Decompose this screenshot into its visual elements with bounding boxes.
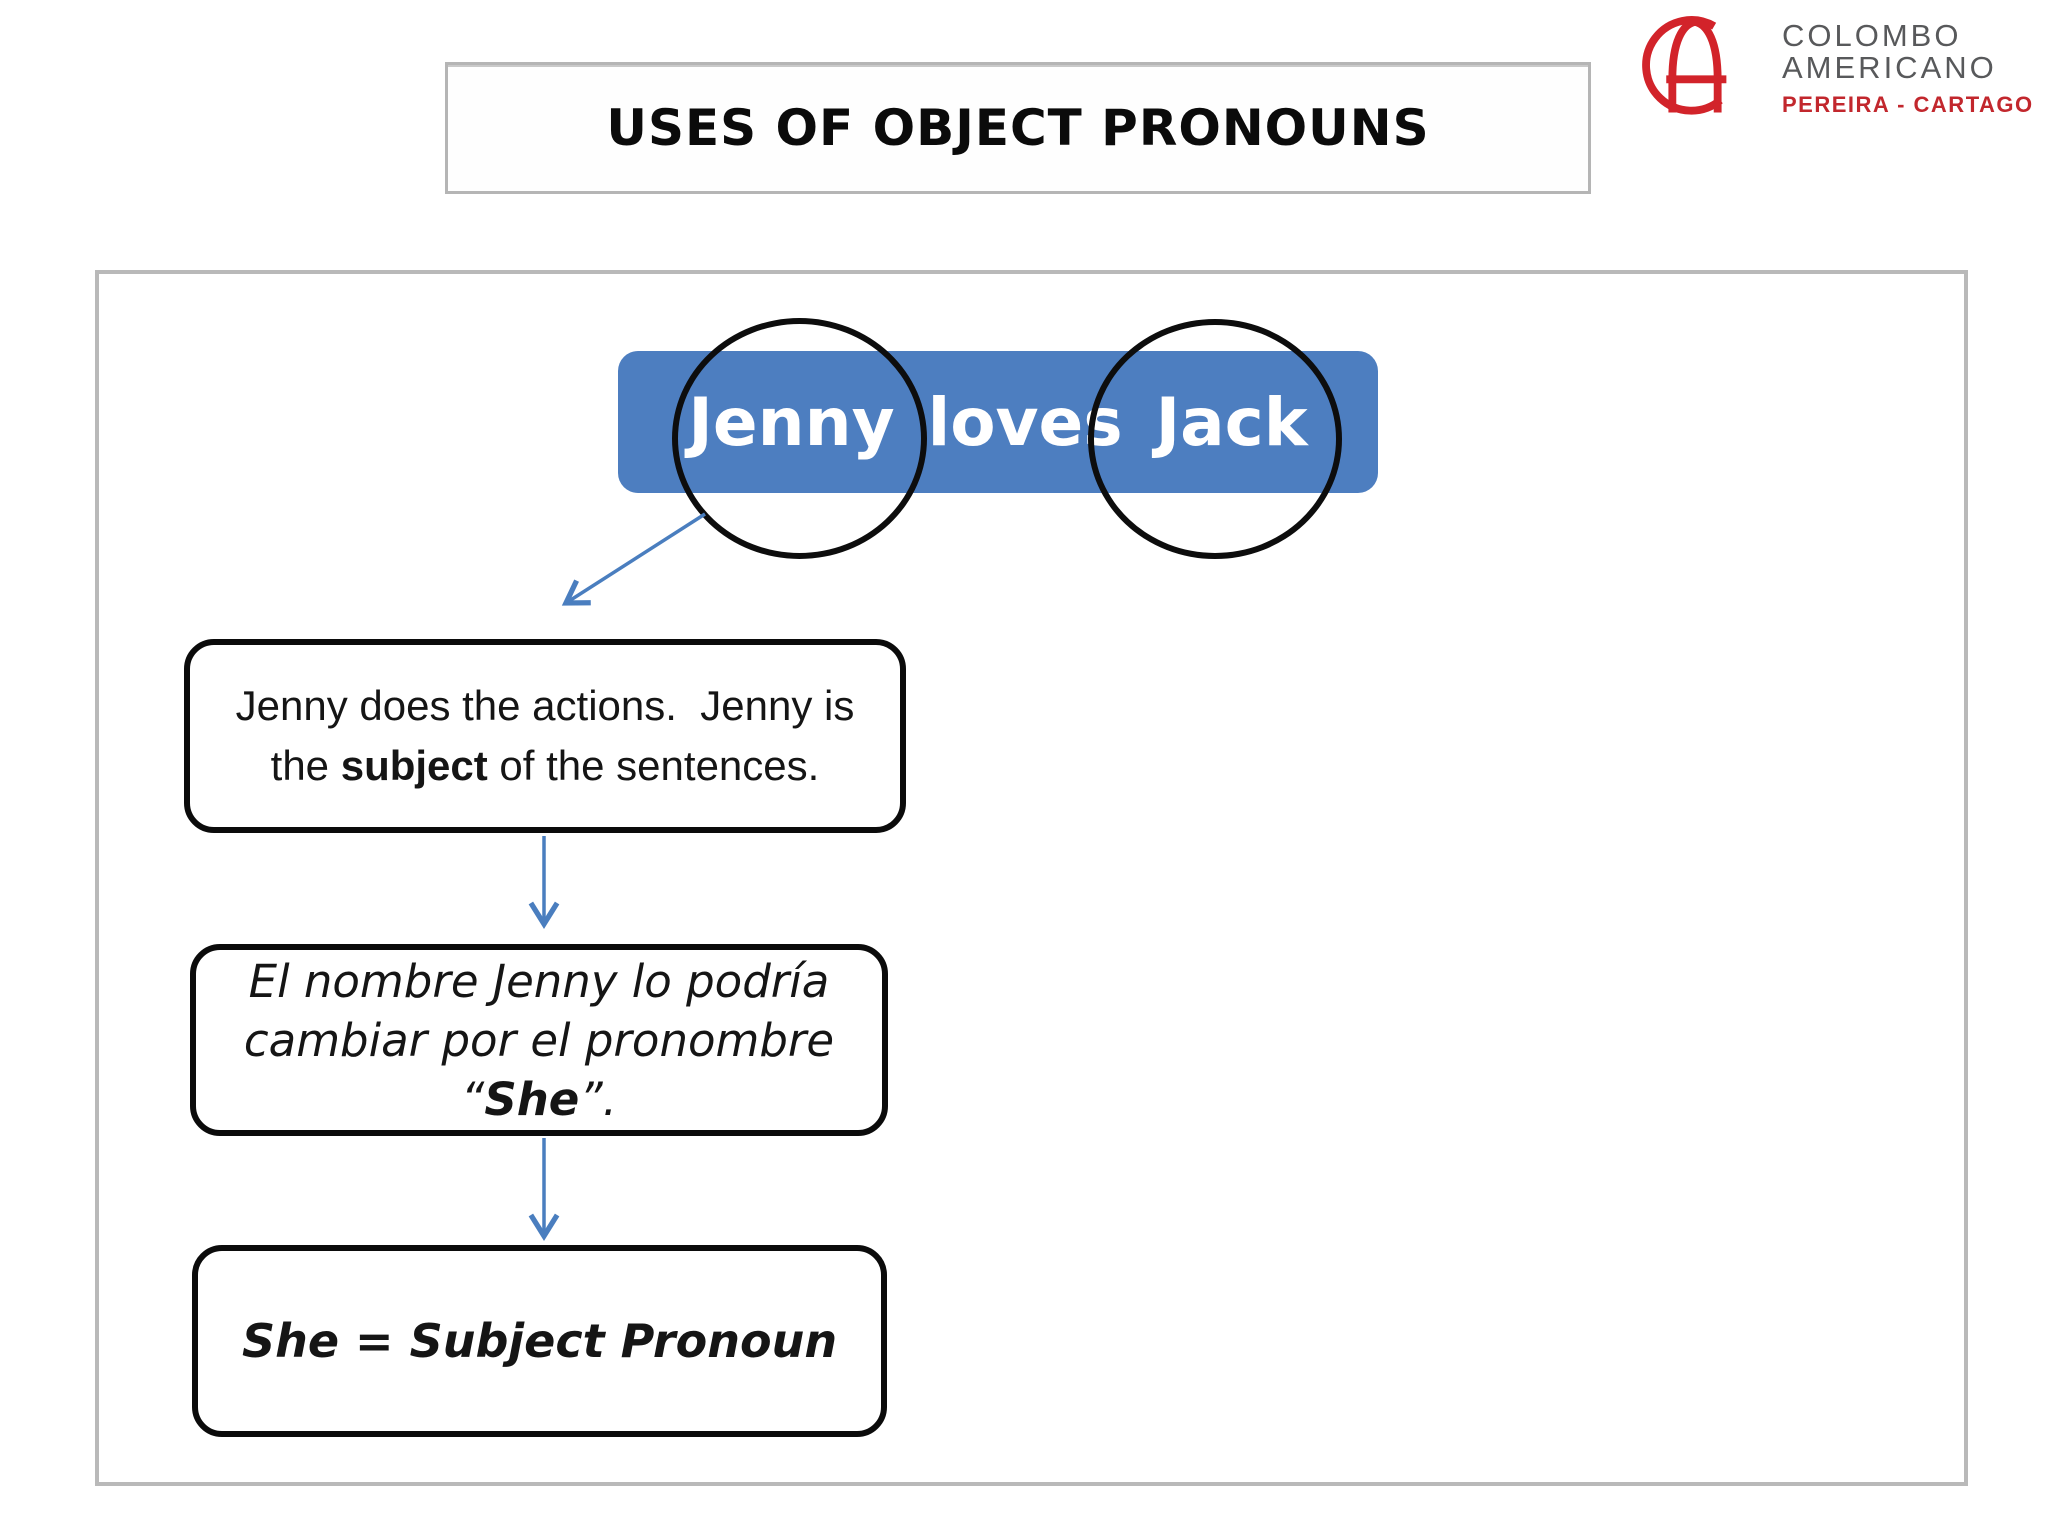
- spanish-explanation-line1: El nombre Jenny lo podría: [248, 954, 830, 1008]
- logo-name-line2: AMERICANO: [1782, 50, 1997, 85]
- colombo-americano-logo-icon: [1642, 16, 1727, 115]
- subject-explanation-box: Jenny does the actions. Jenny is the sub…: [184, 639, 906, 833]
- conclusion-box: She = Subject Pronoun: [192, 1245, 887, 1437]
- logo-name-line1: COLOMBO: [1782, 18, 1962, 53]
- logo-text: COLOMBO AMERICANO PEREIRA - CARTAGO: [1782, 20, 2034, 118]
- jenny-circle-annotation: [672, 318, 927, 559]
- logo: COLOMBO AMERICANO PEREIRA - CARTAGO: [1634, 2, 2034, 134]
- jack-circle-annotation: [1088, 319, 1342, 559]
- spanish-explanation-line3: “She”.: [461, 1072, 617, 1126]
- conclusion-text: She = Subject Pronoun: [241, 1314, 838, 1368]
- logo-city-line: PEREIRA - CARTAGO: [1782, 92, 2034, 117]
- subject-explanation-line2: the subject of the sentences.: [270, 742, 820, 789]
- spanish-explanation-box: El nombre Jenny lo podría cambiar por el…: [190, 944, 888, 1136]
- spanish-explanation-line2: cambiar por el pronombre: [243, 1013, 835, 1067]
- title-box: USES OF OBJECT PRONOUNS: [445, 62, 1591, 194]
- subject-explanation-line1: Jenny does the actions. Jenny is: [235, 682, 855, 729]
- page-title: USES OF OBJECT PRONOUNS: [606, 99, 1430, 157]
